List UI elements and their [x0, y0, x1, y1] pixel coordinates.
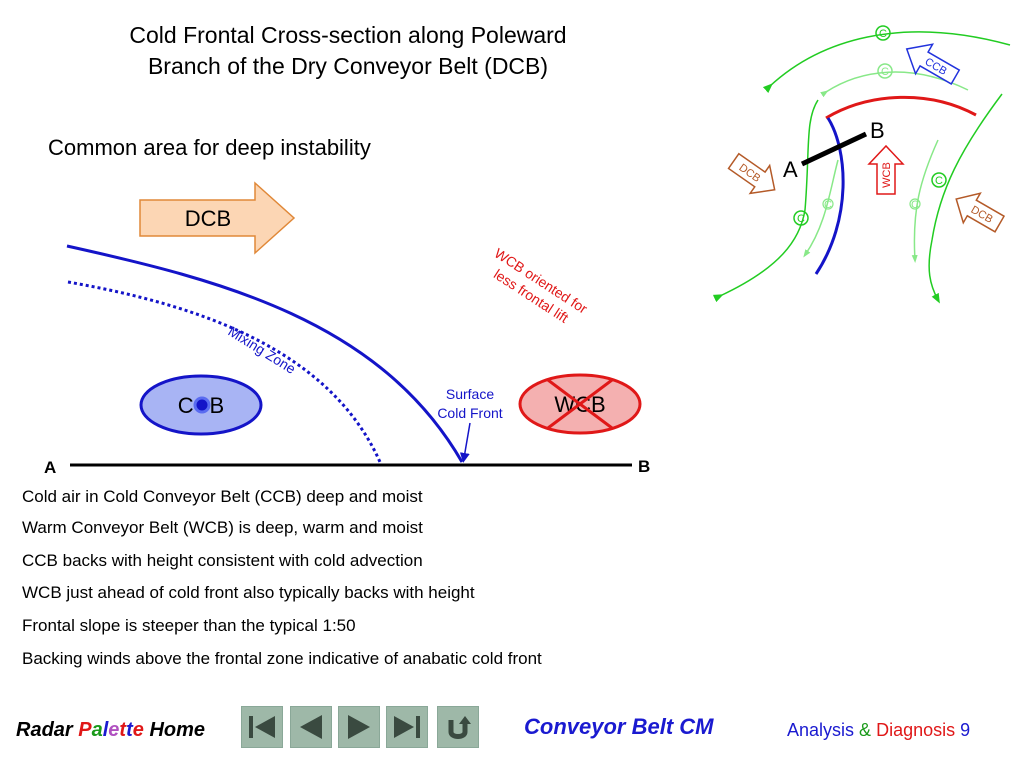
- streamline-marker-text: C: [824, 199, 832, 211]
- palette-letter: e: [108, 719, 120, 741]
- section-line-ab: [800, 131, 868, 167]
- streamline-marker-text: C: [935, 175, 943, 187]
- warm-boundary-line: [825, 95, 977, 120]
- streamline-marker-text: C: [797, 213, 805, 225]
- home-word-palette: Palette: [78, 719, 144, 741]
- radar-palette-home-link[interactable]: Radar Palette Home: [16, 719, 205, 742]
- wcb-block-arrow-label: WCB: [881, 162, 893, 188]
- home-word-home: Home: [149, 719, 206, 741]
- dcb-arrow-label: DCB: [185, 206, 231, 231]
- bullet-item: Backing winds above the frontal zone ind…: [22, 649, 542, 668]
- streamline-marker-icon: [822, 198, 834, 210]
- footer-diagnosis: Diagnosis: [876, 720, 956, 740]
- streamline-marker-icon: [793, 210, 809, 226]
- palette-letter: P: [78, 719, 92, 741]
- previous-icon: [300, 715, 322, 739]
- inset-cold-front-line: [814, 117, 845, 275]
- palette-letter: t: [119, 719, 127, 741]
- last-icon: [394, 716, 420, 738]
- bullet-item: Cold air in Cold Conveyor Belt (CCB) dee…: [22, 487, 423, 506]
- bullet-item: Warm Conveyor Belt (WCB) is deep, warm a…: [22, 518, 423, 537]
- inset-map: C C C C C C A B CCB WCB: [712, 25, 1011, 304]
- home-word-radar: Radar: [16, 719, 73, 741]
- surface-front-label-line2: Cold Front: [437, 405, 502, 421]
- streamline-marker-text: C: [911, 199, 919, 211]
- palette-letter: l: [102, 719, 109, 741]
- streamline: [928, 93, 1003, 304]
- first-slide-button[interactable]: [241, 706, 283, 748]
- streamline: [803, 159, 839, 258]
- inset-point-b-label: B: [870, 118, 885, 143]
- streamline-marker-icon: [875, 25, 891, 41]
- next-slide-button[interactable]: [338, 706, 380, 748]
- cross-section-diagram: DCB Mixing Zone WCB oriented for less fr…: [44, 25, 1011, 477]
- slide-title: Cold Frontal Cross-section along Polewar…: [129, 22, 567, 79]
- streamline: [712, 99, 819, 303]
- wcb-block-arrow: WCB: [867, 144, 905, 195]
- bullet-item: Frontal slope is steeper than the typica…: [22, 616, 356, 635]
- streamline-marker-icon: [931, 172, 947, 188]
- wcb-orientation-note: WCB oriented for less frontal lift: [491, 245, 591, 326]
- wcb-cross-out-line: [547, 378, 613, 430]
- inset-point-a-label: A: [783, 157, 798, 182]
- wind-dot-icon: [193, 396, 211, 414]
- dcb-block-arrow-right: DCB: [955, 192, 1006, 233]
- conveyor-belt-cm-link[interactable]: Conveyor Belt CM: [524, 714, 714, 739]
- streamline-marker-icon: [877, 63, 893, 79]
- return-button[interactable]: [437, 706, 479, 748]
- dcb-arrow: DCB: [139, 181, 296, 255]
- slide-subtitle: Common area for deep instability: [48, 135, 371, 160]
- point-b-label: B: [638, 457, 650, 476]
- footer-page-number: 9: [960, 720, 971, 740]
- surface-front-label-line1: Surface: [446, 386, 494, 402]
- streamline-marker-text: C: [881, 66, 889, 78]
- return-icon: [448, 716, 471, 739]
- palette-letter: t: [126, 719, 133, 741]
- last-slide-button[interactable]: [386, 706, 428, 748]
- bullet-item: WCB just ahead of cold front also typica…: [22, 583, 475, 602]
- footer-analysis: Analysis: [787, 720, 855, 740]
- footer-ampersand: &: [859, 720, 872, 740]
- mixing-zone-label: Mixing Zone: [225, 323, 298, 377]
- streamline-marker-icon: [909, 198, 921, 210]
- analysis-diagnosis-footer: Analysis & Diagnosis 9: [787, 720, 970, 741]
- ccb-block-arrow: CCB: [905, 43, 961, 85]
- next-icon: [348, 715, 370, 739]
- first-icon: [249, 716, 275, 738]
- palette-letter: e: [132, 719, 144, 741]
- streamline: [911, 139, 939, 263]
- surface-front-pointer: [459, 422, 471, 463]
- frontal-boundary-line: [66, 244, 464, 463]
- previous-slide-button[interactable]: [290, 706, 332, 748]
- dcb-block-arrow-left: DCB: [727, 152, 776, 195]
- mixing-zone-dotted-line: [67, 280, 382, 463]
- streamline-marker-text: C: [879, 28, 887, 40]
- streamline: [762, 31, 1011, 94]
- palette-letter: a: [91, 719, 103, 741]
- bullet-item: CCB backs with height consistent with co…: [22, 551, 423, 570]
- point-a-label: A: [44, 458, 56, 477]
